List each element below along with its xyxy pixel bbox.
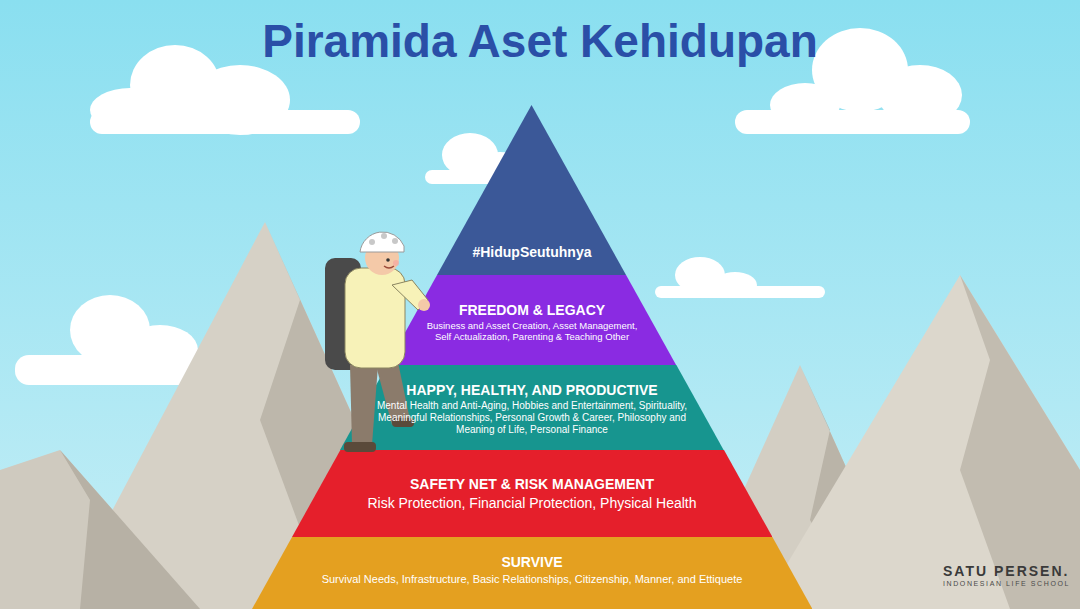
pyramid-band: #HidupSeutuhnya bbox=[437, 105, 626, 275]
band-content: SAFETY NET & RISK MANAGEMENT Risk Protect… bbox=[292, 450, 772, 537]
band-content: SURVIVE Survival Needs, Infrastructure, B… bbox=[252, 537, 812, 609]
brand-mark: SATU PERSEN.INDONESIAN LIFE SCHOOL bbox=[943, 563, 1070, 587]
pyramid-band: SURVIVE Survival Needs, Infrastructure, B… bbox=[252, 537, 812, 609]
band-shape bbox=[292, 450, 772, 537]
band-heading: HAPPY, HEALTHY, AND PRODUCTIVE bbox=[406, 382, 657, 399]
band-content: #HidupSeutuhnya bbox=[437, 105, 626, 275]
band-body: Business and Asset Creation, Asset Manag… bbox=[417, 320, 646, 342]
mountain bbox=[0, 222, 1080, 609]
band-content: FREEDOM & LEGACYBusiness and Asset Creat… bbox=[387, 275, 676, 365]
pyramid-band: SAFETY NET & RISK MANAGEMENT Risk Protect… bbox=[292, 450, 772, 537]
brand-name: SATU PERSEN. bbox=[943, 563, 1070, 579]
band-body: Mental Health and Anti-Aging, Hobbies an… bbox=[373, 400, 691, 435]
band-shape bbox=[387, 275, 676, 365]
band-heading: SURVIVE bbox=[501, 554, 562, 571]
brand-tagline: INDONESIAN LIFE SCHOOL bbox=[943, 580, 1070, 587]
diagram-title: Piramida Aset Kehidupan bbox=[0, 14, 1080, 68]
band-heading: FREEDOM & LEGACY bbox=[459, 302, 605, 319]
band-body: Risk Protection, Financial Protection, P… bbox=[367, 495, 696, 512]
band-heading: #HidupSeutuhnya bbox=[472, 244, 591, 261]
band-heading: SAFETY NET & RISK MANAGEMENT bbox=[410, 476, 654, 493]
band-body: Survival Needs, Infrastructure, Basic Re… bbox=[322, 573, 743, 586]
pyramid-band: FREEDOM & LEGACYBusiness and Asset Creat… bbox=[387, 275, 676, 365]
